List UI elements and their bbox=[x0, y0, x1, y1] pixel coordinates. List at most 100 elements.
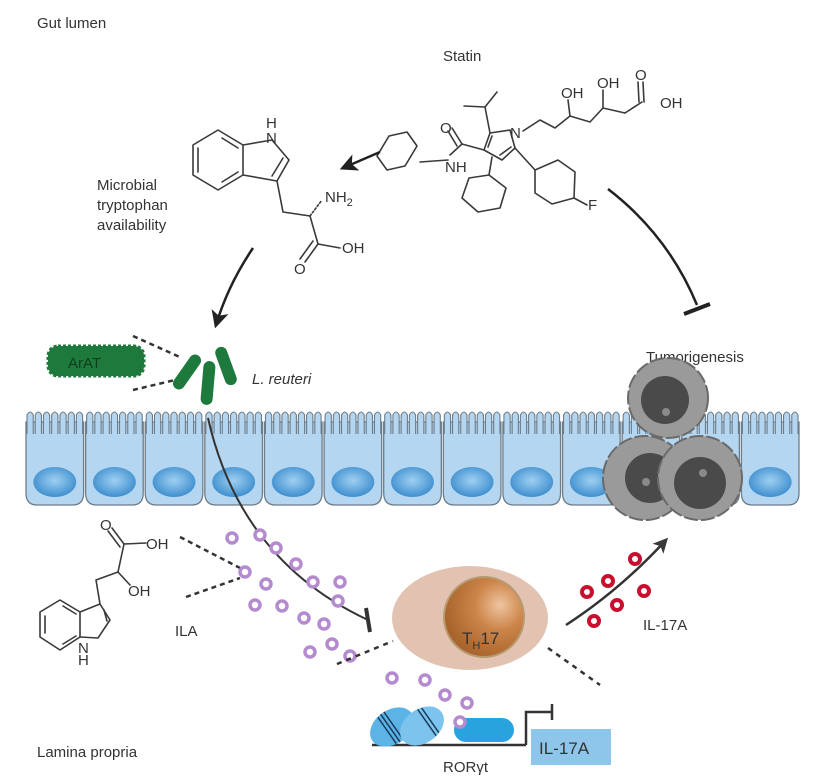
microvillus bbox=[127, 411, 135, 434]
microvillus bbox=[67, 411, 75, 434]
il17a-dot bbox=[637, 584, 651, 598]
microvilli bbox=[741, 411, 799, 434]
microvillus bbox=[604, 411, 612, 434]
microvillus bbox=[493, 411, 501, 434]
th17-label: TH17 bbox=[462, 629, 499, 652]
microvillus bbox=[552, 411, 561, 434]
microvillus bbox=[460, 411, 468, 434]
metabolite-dot bbox=[297, 611, 311, 625]
microvillus bbox=[59, 411, 67, 434]
metabolite-dot bbox=[453, 715, 467, 729]
microvillus bbox=[511, 411, 519, 434]
tryptophan-label-line3: availability bbox=[97, 217, 167, 234]
statin-to-tryptophan-arrow bbox=[339, 150, 381, 171]
rorgt-label: RORγt bbox=[443, 759, 489, 776]
microvillus bbox=[324, 411, 332, 434]
microvillus bbox=[408, 411, 417, 434]
microvillus bbox=[349, 411, 357, 434]
microvilli bbox=[562, 411, 620, 434]
metabolite-dot bbox=[385, 671, 399, 685]
microvilli bbox=[443, 411, 501, 434]
epithelium-layer bbox=[25, 411, 800, 506]
ila-n-atom: N bbox=[78, 640, 89, 657]
microvillus bbox=[723, 411, 731, 434]
microvillus bbox=[357, 411, 365, 434]
tryptophan-to-bacteria-arrow bbox=[211, 247, 255, 329]
metabolite-dot bbox=[303, 645, 317, 659]
metabolite-dot bbox=[253, 528, 267, 542]
epithelial-cell bbox=[204, 411, 264, 506]
l-reuteri-label: L. reuteri bbox=[252, 371, 312, 388]
il17a-cytokine-label: IL-17A bbox=[643, 617, 687, 634]
ila-structure: O OH OH N H bbox=[39, 517, 169, 669]
bacterium-rod-1 bbox=[172, 354, 202, 390]
gut-lumen-label: Gut lumen bbox=[37, 15, 106, 32]
tumor-cell-1 bbox=[627, 357, 709, 439]
microvillus bbox=[273, 411, 281, 434]
metabolite-dot bbox=[317, 617, 331, 631]
microvillus bbox=[400, 411, 408, 434]
trp-oh-atom: OH bbox=[342, 240, 365, 257]
microvillus bbox=[332, 411, 341, 434]
microvilli bbox=[86, 411, 143, 434]
promoter-arrow bbox=[524, 710, 552, 745]
microvillus bbox=[254, 411, 263, 434]
microvillus bbox=[314, 411, 322, 434]
microvillus bbox=[503, 411, 511, 434]
metabolite-dot bbox=[306, 575, 320, 589]
microvillus bbox=[750, 411, 758, 434]
epithelial-nucleus bbox=[33, 467, 77, 497]
microvillus bbox=[264, 411, 273, 434]
microvillus bbox=[34, 411, 43, 434]
chromatin-gene: IL-17A RORγt bbox=[370, 704, 611, 776]
trp-n-atom: N bbox=[266, 130, 277, 147]
epithelial-nucleus bbox=[331, 467, 375, 497]
microvillus bbox=[484, 411, 493, 434]
statin-f-atom: F bbox=[588, 197, 597, 214]
microvillus bbox=[229, 411, 238, 434]
microvillus bbox=[392, 411, 400, 434]
arat-dash-lower bbox=[132, 378, 176, 392]
microvillus bbox=[468, 411, 476, 434]
microvillus bbox=[306, 411, 314, 434]
metabolite-dot bbox=[331, 594, 345, 608]
microvillus bbox=[238, 411, 246, 434]
microvilli bbox=[26, 411, 84, 434]
microvillus bbox=[791, 411, 799, 434]
il17a-dot bbox=[587, 614, 601, 628]
microvillus bbox=[178, 411, 186, 434]
ila-dash-upper bbox=[179, 535, 241, 570]
microvillus bbox=[289, 411, 297, 434]
microvillus bbox=[536, 411, 544, 434]
statin-oh1-atom: OH bbox=[561, 85, 584, 102]
microvillus bbox=[162, 411, 170, 434]
metabolite-dot bbox=[238, 565, 252, 579]
microvilli bbox=[503, 411, 561, 434]
statin-inhibits-tumor-bar bbox=[683, 302, 711, 316]
microvilli bbox=[145, 411, 203, 434]
microvilli bbox=[205, 411, 263, 434]
microvillus bbox=[365, 411, 374, 434]
ila-oh-atom: OH bbox=[128, 583, 151, 600]
il17a-cytokine-dots bbox=[580, 552, 651, 628]
ila-acid-oh-atom: OH bbox=[146, 536, 169, 553]
tumor-cell-3 bbox=[657, 435, 743, 521]
tryptophan-label-line1: Microbial bbox=[97, 177, 157, 194]
microvillus bbox=[612, 411, 620, 434]
microvillus bbox=[26, 411, 34, 434]
il17a-dot bbox=[580, 585, 594, 599]
arat-label: ArAT bbox=[68, 355, 101, 372]
epithelial-cell bbox=[25, 411, 85, 506]
metabolite-dot bbox=[325, 637, 339, 651]
microvillus bbox=[706, 411, 715, 434]
microvillus bbox=[384, 411, 392, 434]
microvillus bbox=[528, 411, 536, 434]
metabolite-dot bbox=[460, 696, 474, 710]
epithelial-cell bbox=[263, 411, 323, 506]
microvillus bbox=[741, 411, 750, 434]
microvillus bbox=[587, 411, 596, 434]
th17-nucleus bbox=[443, 576, 525, 658]
il17a-to-tumor-arrow bbox=[565, 537, 669, 627]
statin-structure: N O NH OH OH O OH F bbox=[376, 67, 683, 214]
